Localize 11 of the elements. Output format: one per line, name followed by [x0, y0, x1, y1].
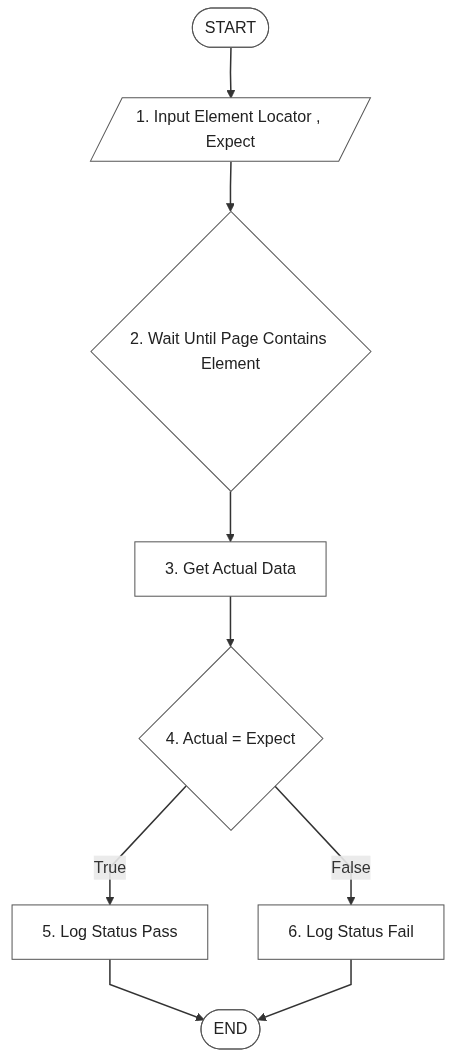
edge-label: True: [93, 858, 127, 876]
node-diamond: 4. Actual = Expect: [138, 645, 324, 832]
node-box: 5. Log Status Pass: [11, 904, 209, 960]
arrow: [226, 490, 235, 543]
arrow: [226, 595, 235, 647]
edge-label: False: [331, 858, 371, 876]
node-diamond: 2. Wait Until Page Contains Element: [90, 210, 372, 493]
arrow: [109, 958, 205, 1022]
node-box: 3. Get Actual Data: [134, 541, 327, 597]
node-box: 6. Log Status Fail: [257, 904, 445, 960]
arrow: [257, 958, 352, 1022]
